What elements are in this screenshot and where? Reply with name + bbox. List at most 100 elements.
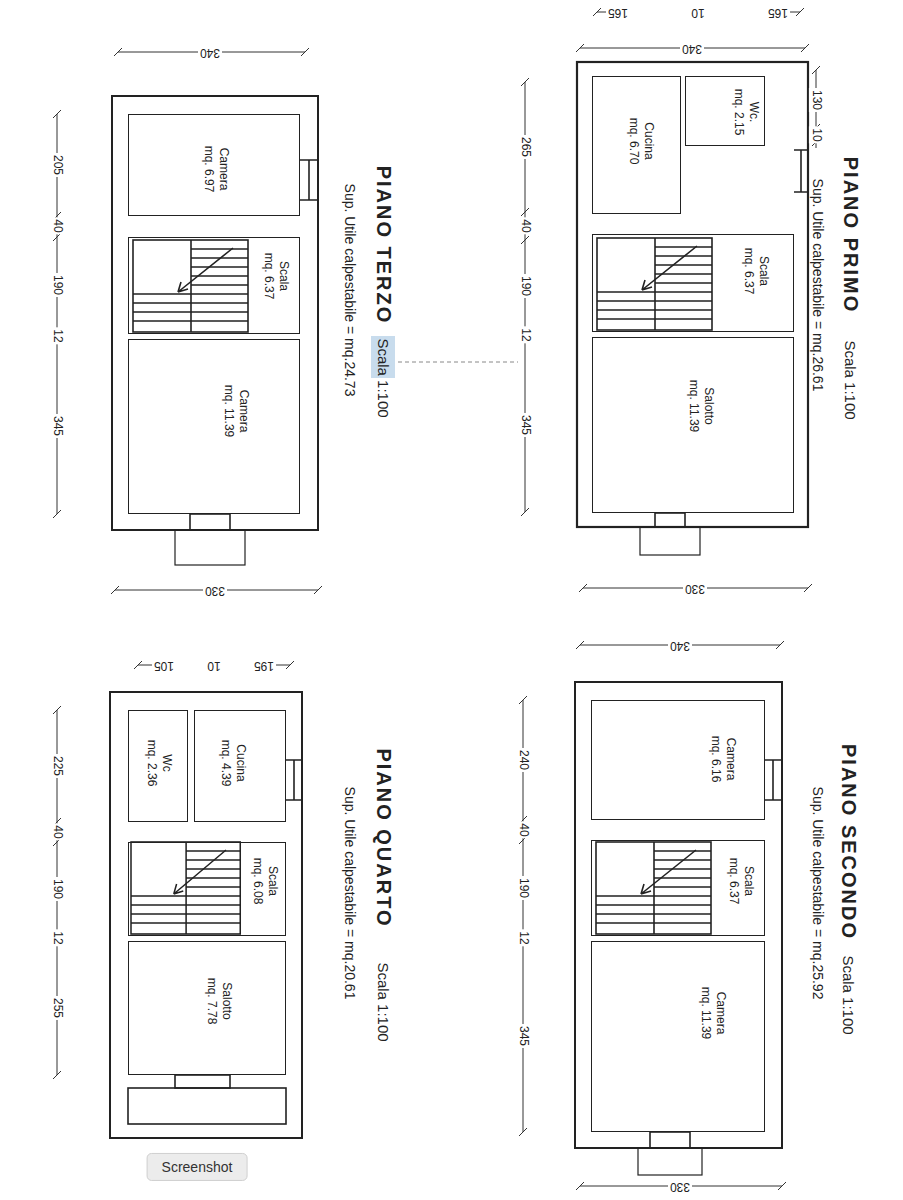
dimension-label: 340 <box>680 41 704 55</box>
area-note: Sup. Utile calpestabile = mq.24.73 <box>342 184 358 397</box>
window-symbol <box>190 514 230 530</box>
dimension-label: 225 <box>50 754 64 778</box>
room-name: Camera <box>713 987 728 1039</box>
room-box: Cameramq. 11.39 <box>128 339 300 514</box>
stair-symbol <box>133 240 248 332</box>
room-box: Salottomq. 7.78 <box>128 941 286 1075</box>
floor-title: PIANO QUARTO <box>372 748 395 927</box>
window-symbol <box>286 760 302 800</box>
dimension-label: 10 <box>809 126 823 143</box>
room-box: Cucinamq. 6.70 <box>592 76 681 214</box>
stair-symbol <box>597 238 712 330</box>
room-name: Camera <box>723 736 738 783</box>
room-area: mq. 6.97 <box>201 146 216 193</box>
room-area: mq. 6.37 <box>726 858 741 905</box>
room-text: Cameramq. 6.97 <box>201 146 231 193</box>
room-name: Camera <box>236 385 251 437</box>
dimension-label: 205 <box>50 153 64 177</box>
room-text: Scalamq. 6.37 <box>726 858 756 905</box>
dimension-label: 190 <box>516 876 530 900</box>
room-text: Cameramq. 6.16 <box>708 736 738 783</box>
room-box: Salottomq. 11.39 <box>592 337 794 513</box>
stair-symbol <box>131 842 240 934</box>
room-text: Salottomq. 7.78 <box>204 978 234 1025</box>
window-symbol <box>655 513 685 527</box>
building-outline <box>575 682 782 1148</box>
room-box: Scalamq. 6.37 <box>591 840 765 936</box>
room-text: Salottomq. 11.39 <box>686 380 716 432</box>
room-area: mq. 6.37 <box>741 248 756 295</box>
dimension-label: 340 <box>668 638 692 652</box>
scale-note: Scala 1:100 <box>374 962 391 1041</box>
dimension-label: 195 10 105 <box>152 658 276 672</box>
dimension-label: 345 <box>516 1024 530 1048</box>
room-text: Scalamq. 6.37 <box>741 248 771 295</box>
window-symbol <box>300 160 318 200</box>
room-name: Scala <box>741 858 756 905</box>
room-name: Salotto <box>701 380 716 432</box>
room-text: Cameramq. 11.39 <box>221 385 251 437</box>
dimension-label: 12 <box>50 929 64 946</box>
dimension-label: 190 <box>50 273 64 297</box>
dimension-label: 12 <box>516 929 530 946</box>
room-box: Cameramq. 6.97 <box>128 114 300 216</box>
terrace-outline <box>128 1088 286 1124</box>
room-text: Wc.mq. 2.15 <box>731 89 761 136</box>
dimension-label: 165 10 165 <box>606 5 790 19</box>
balcony-outline <box>638 1148 702 1175</box>
room-name: Cucina <box>233 740 248 787</box>
room-box: Cucinamq. 4.39 <box>194 710 286 822</box>
room-box: Cameramq. 6.16 <box>591 700 765 820</box>
room-text: Wcmq. 2.36 <box>144 740 174 787</box>
window-symbol <box>794 150 808 192</box>
building-outline <box>112 96 318 530</box>
room-name: Wc <box>159 740 174 787</box>
building-outline <box>110 692 302 1138</box>
area-note: Sup. Utile calpestabile = mq.20.61 <box>342 787 358 1000</box>
room-area: mq. 11.39 <box>698 987 713 1039</box>
balcony-outline <box>640 527 700 555</box>
dimension-label: 12 <box>50 327 64 344</box>
balcony-outline <box>175 530 245 565</box>
room-area: mq. 2.15 <box>731 89 746 136</box>
room-text: Cameramq. 11.39 <box>698 987 728 1039</box>
room-area: mq. 11.39 <box>221 385 236 437</box>
dimension-label: 345 <box>50 414 64 438</box>
dimension-label: 340 <box>198 45 222 59</box>
dimension-label: 330 <box>203 583 227 597</box>
room-box: Scalamq. 6.08 <box>128 842 286 936</box>
floor-title: PIANO TERZO <box>372 166 395 325</box>
room-name: Scala <box>756 248 771 295</box>
scale-note: Scala 1:100 <box>374 338 391 417</box>
leader-line <box>398 362 518 363</box>
scale-note: Scala 1:100 <box>839 955 856 1034</box>
room-area: mq. 11.39 <box>686 380 701 432</box>
dimension-label: 40 <box>516 821 530 838</box>
screenshot-tooltip: Screenshot <box>147 1153 248 1181</box>
room-text: Scalamq. 6.37 <box>261 253 291 300</box>
area-note: Sup. Utile calpestabile = mq.25.92 <box>810 787 826 1000</box>
room-name: Cucina <box>641 118 656 165</box>
room-box: Scalamq. 6.37 <box>592 234 794 332</box>
dimension-label: 265 <box>518 135 532 159</box>
dimension-label: 12 <box>518 326 532 343</box>
room-box: Scalamq. 6.37 <box>128 237 300 334</box>
room-area: mq. 6.70 <box>626 118 641 165</box>
room-area: mq. 2.36 <box>144 740 159 787</box>
room-name: Scala <box>276 253 291 300</box>
room-name: Scala <box>265 858 280 905</box>
room-name: Wc. <box>746 89 761 136</box>
window-symbol <box>765 760 782 800</box>
dimension-label: 330 <box>683 581 707 595</box>
building-outline <box>577 62 808 527</box>
room-name: Salotto <box>219 978 234 1025</box>
dimension-label: 40 <box>518 217 532 234</box>
area-note: Sup. Utile calpestabile = mq.26.61 <box>810 179 826 392</box>
room-area: mq. 6.08 <box>250 858 265 905</box>
room-area: mq. 6.16 <box>708 736 723 783</box>
floor-title: PIANO PRIMO <box>839 157 862 313</box>
